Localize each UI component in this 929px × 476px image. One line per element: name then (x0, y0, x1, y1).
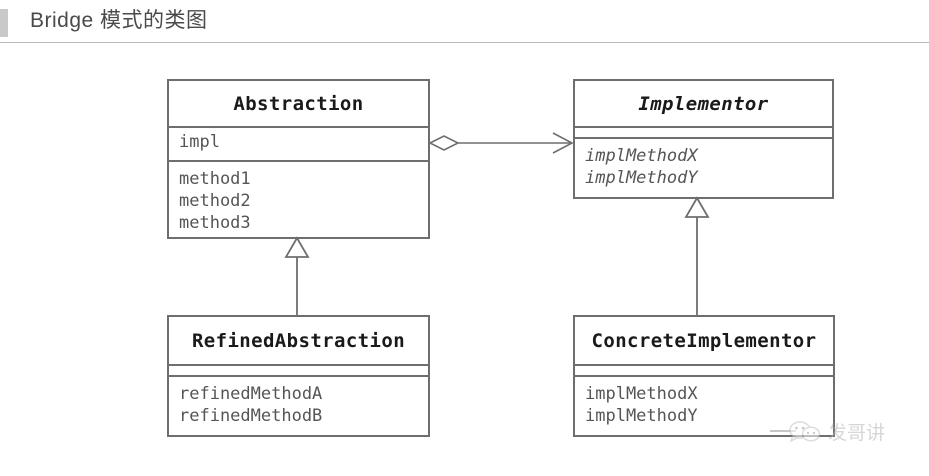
class-name-abstraction: Abstraction (233, 92, 364, 115)
class-method: implMethodX (585, 384, 698, 404)
class-attributes-compartment-concrete-implementor (575, 364, 833, 375)
class-method: refinedMethodA (179, 384, 323, 404)
open-arrowhead-icon (552, 132, 574, 154)
class-name-compartment-refined-abstraction: RefinedAbstraction (169, 317, 428, 364)
page-title: Bridge 模式的类图 (30, 9, 208, 32)
aggregation-diamond-icon (428, 135, 460, 151)
class-methods-compartment-refined-abstraction: refinedMethodA refinedMethodB (169, 375, 428, 435)
relation-generalization-concrete-implementor (684, 196, 710, 315)
class-box-implementor[interactable]: Implementor implMethodX implMethodY (573, 79, 834, 199)
header-accent-bar (0, 9, 8, 37)
class-attributes-compartment-refined-abstraction (169, 364, 428, 375)
watermark: 发哥讲 (788, 418, 885, 445)
header-divider (0, 42, 929, 43)
class-attributes-compartment-implementor (575, 126, 832, 137)
generalization-triangle-icon (684, 196, 710, 218)
class-name-compartment-concrete-implementor: ConcreteImplementor (575, 317, 833, 364)
class-name-refined-abstraction: RefinedAbstraction (191, 329, 406, 352)
page-header: Bridge 模式的类图 (0, 0, 929, 43)
class-box-abstraction[interactable]: Abstraction impl method1 method2 method3 (167, 79, 430, 239)
class-methods-compartment-concrete-implementor: implMethodX implMethodY (575, 375, 833, 435)
class-name-compartment-abstraction: Abstraction (169, 81, 428, 126)
relation-aggregation-abstraction-implementor (428, 132, 574, 154)
class-attributes-compartment-abstraction: impl (169, 126, 428, 160)
class-method: refinedMethodB (179, 406, 323, 426)
class-method: implMethodX (585, 146, 698, 166)
class-box-concrete-implementor[interactable]: ConcreteImplementor implMethodX implMeth… (573, 315, 835, 437)
class-method: implMethodY (585, 168, 698, 188)
class-name-concrete-implementor: ConcreteImplementor (591, 329, 817, 352)
wechat-bubbles-icon (789, 420, 821, 442)
class-box-refined-abstraction[interactable]: RefinedAbstraction refinedMethodA refine… (167, 315, 430, 437)
relation-generalization-refined-abstraction (284, 236, 310, 315)
class-name-implementor: Implementor (638, 92, 769, 115)
class-methods-compartment-abstraction: method1 method2 method3 (169, 160, 428, 237)
class-methods-compartment-implementor: implMethodX implMethodY (575, 137, 832, 197)
class-method: implMethodY (585, 406, 698, 426)
class-method: method2 (179, 191, 251, 211)
class-attribute: impl (179, 132, 220, 152)
class-method: method1 (179, 169, 251, 189)
watermark-text: 发哥讲 (828, 423, 886, 444)
watermark-rule (770, 430, 796, 432)
uml-class-diagram: Abstraction impl method1 method2 method3… (0, 43, 929, 476)
generalization-triangle-icon (284, 236, 310, 258)
class-method: method3 (179, 213, 251, 233)
class-name-compartment-implementor: Implementor (575, 81, 832, 126)
